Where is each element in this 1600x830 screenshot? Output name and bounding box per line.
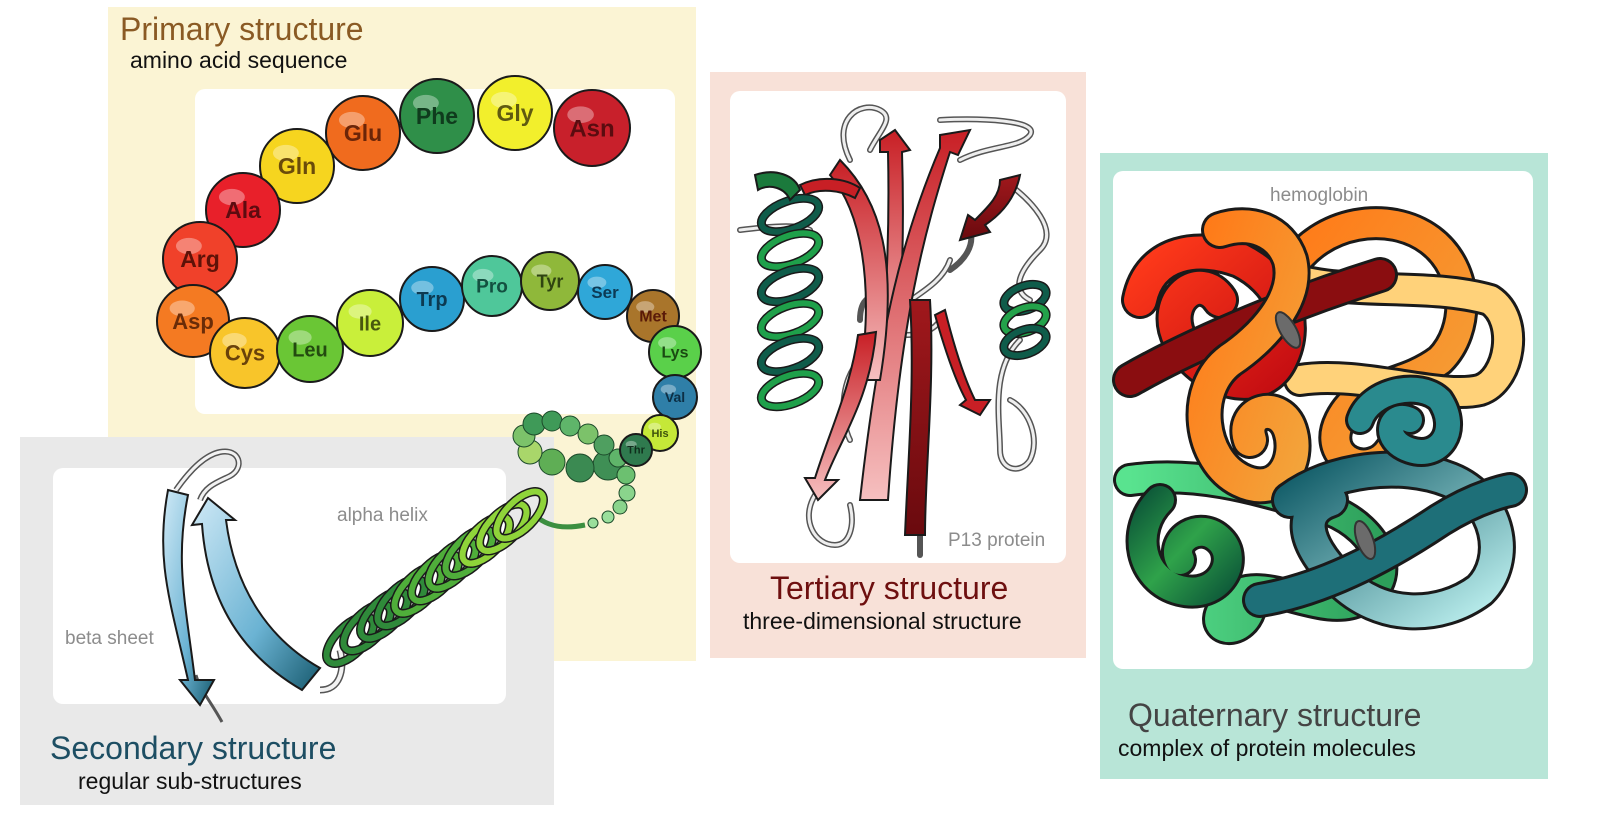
amino-acid-label: Ser bbox=[591, 283, 619, 302]
amino-acid-trp: Trp bbox=[399, 266, 465, 332]
amino-acid-bead bbox=[520, 251, 580, 311]
quaternary-structure-subtitle: complex of protein molecules bbox=[1118, 735, 1416, 761]
subunit-teal bbox=[1242, 374, 1528, 631]
amino-acid-bead bbox=[205, 172, 281, 248]
amino-acid-bead bbox=[577, 264, 633, 320]
amino-acid-label: Pro bbox=[476, 277, 508, 298]
amino-acid-bead bbox=[652, 374, 698, 420]
amino-acid-label: Glu bbox=[344, 120, 382, 146]
tertiary-structure-subtitle: three-dimensional structure bbox=[743, 608, 1022, 634]
amino-acid-ser: Ser bbox=[577, 264, 633, 320]
amino-acid-asn: Asn bbox=[553, 89, 631, 167]
amino-acid-label: Val bbox=[665, 389, 685, 405]
amino-acid-label: Ile bbox=[359, 313, 381, 335]
amino-acid-pro: Pro bbox=[461, 255, 523, 317]
amino-acid-tyr: Tyr bbox=[520, 251, 580, 311]
quaternary-structure-title: Quaternary structure bbox=[1128, 697, 1422, 733]
amino-acid-phe: Phe bbox=[399, 78, 475, 154]
amino-acid-bead bbox=[399, 78, 475, 154]
amino-acid-bead bbox=[336, 289, 404, 357]
amino-acid-lys: Lys bbox=[648, 325, 702, 379]
amino-acid-bead bbox=[477, 75, 553, 151]
amino-acid-gln: Gln bbox=[259, 128, 335, 204]
amino-acid-cys: Cys bbox=[209, 317, 281, 389]
amino-acid-ile: Ile bbox=[336, 289, 404, 357]
secondary-structure-subtitle: regular sub-structures bbox=[78, 768, 302, 794]
amino-acid-label: Phe bbox=[416, 103, 458, 129]
amino-acid-bead bbox=[619, 433, 653, 467]
alpha-helix-label: alpha helix bbox=[337, 505, 428, 526]
p13-protein-label: P13 protein bbox=[948, 530, 1046, 551]
secondary-structure-title: Secondary structure bbox=[50, 730, 337, 766]
amino-acid-bead bbox=[259, 128, 335, 204]
p13-protein-ribbon bbox=[737, 104, 1051, 558]
amino-acid-label: Asp bbox=[172, 309, 214, 334]
amino-acid-bead bbox=[325, 95, 401, 171]
amino-acid-asp: Asp bbox=[156, 284, 230, 358]
amino-acid-label: Thr bbox=[627, 445, 645, 457]
amino-acid-ala: Ala bbox=[205, 172, 281, 248]
amino-acid-label: His bbox=[651, 428, 668, 440]
amino-acid-leu: Leu bbox=[276, 315, 344, 383]
primary-structure-subtitle: amino acid sequence bbox=[130, 47, 348, 73]
amino-acid-gly: Gly bbox=[477, 75, 553, 151]
amino-acid-label: Tyr bbox=[537, 271, 564, 291]
hemoglobin-ribbon bbox=[1112, 206, 1528, 645]
amino-acid-glu: Glu bbox=[325, 95, 401, 171]
primary-structure-title: Primary structure bbox=[120, 11, 364, 47]
subunit-red bbox=[1112, 207, 1398, 505]
helix-tail-connector bbox=[533, 513, 586, 530]
coil-beads bbox=[512, 410, 636, 529]
amino-acid-label: Asn bbox=[569, 115, 614, 142]
amino-acid-label: Arg bbox=[180, 246, 220, 272]
alpha-helix-ribbon bbox=[319, 487, 548, 694]
amino-acid-label: Gly bbox=[496, 100, 533, 126]
tertiary-structure-title: Tertiary structure bbox=[770, 570, 1009, 606]
amino-acid-bead bbox=[553, 89, 631, 167]
amino-acid-bead bbox=[276, 315, 344, 383]
amino-acid-thr: Thr bbox=[619, 433, 653, 467]
amino-acid-label: Trp bbox=[416, 289, 447, 311]
beta-sheet-label: beta sheet bbox=[65, 628, 154, 649]
amino-acid-label: Ala bbox=[225, 197, 261, 223]
amino-acid-val: Val bbox=[652, 374, 698, 420]
amino-acid-label: Gln bbox=[278, 153, 316, 179]
beta-sheet-ribbon bbox=[162, 448, 322, 723]
amino-acid-label: Cys bbox=[225, 341, 265, 366]
amino-acid-label: Leu bbox=[292, 339, 328, 361]
amino-acid-label: Lys bbox=[662, 345, 689, 362]
amino-acid-label: Met bbox=[639, 309, 667, 326]
hemoglobin-label: hemoglobin bbox=[1270, 185, 1369, 206]
